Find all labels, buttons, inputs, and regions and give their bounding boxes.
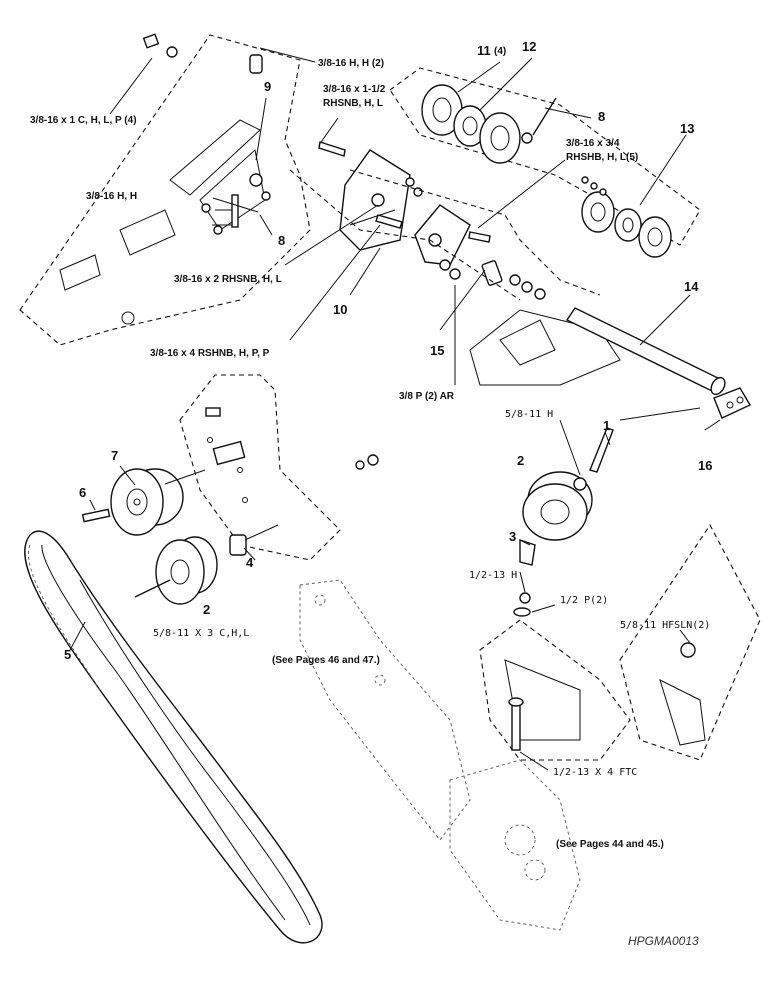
part-numbers: 11 (4) 12 9 8 13 8 10 14 15 16 7 6 2 1 3… xyxy=(64,39,712,662)
bracket-assembly xyxy=(318,141,546,300)
reference-notes: (See Pages 46 and 47.) (See Pages 44 and… xyxy=(272,655,664,850)
see-pages-46-47: (See Pages 46 and 47.) xyxy=(272,655,380,666)
lower-ghost-frames xyxy=(299,579,581,931)
label-3-8-p-2-ar: 3/8 P (2) AR xyxy=(399,391,455,402)
part-number-12: 12 xyxy=(522,39,536,54)
part-number-8-top: 8 xyxy=(598,109,605,124)
label-3-8-16-h-h: 3/8-16 H, H xyxy=(86,191,137,202)
drive-belt xyxy=(24,530,323,944)
label-3-8-16x3-4-line1: 3/8-16 x 3/4 xyxy=(566,138,620,149)
label-5-8-11-h: 5/8-11 H xyxy=(505,409,553,420)
shaft-assembly xyxy=(289,169,751,419)
lower-arm xyxy=(479,523,761,761)
part-number-4: 4 xyxy=(246,555,254,570)
label-5-8-11x3-c-h-l: 5/8-11 X 3 C,H,L xyxy=(153,628,249,639)
part-number-5: 5 xyxy=(64,647,71,662)
center-plate xyxy=(179,374,379,561)
toothed-pulley xyxy=(81,468,206,536)
part-number-7: 7 xyxy=(111,448,118,463)
part-number-1: 1 xyxy=(603,418,610,433)
see-pages-44-45: (See Pages 44 and 45.) xyxy=(556,839,664,850)
part-number-10: 10 xyxy=(333,302,347,317)
label-3-8-16x2-rhsnb: 3/8-16 x 2 RHSNB, H, L xyxy=(174,274,282,285)
part-number-15: 15 xyxy=(430,343,444,358)
label-3-8-16x1-1-2-line1: 3/8-16 x 1-1/2 xyxy=(323,84,386,95)
part-number-16: 16 xyxy=(698,458,712,473)
label-3-8-16x4-rshnb: 3/8-16 x 4 RSHNB, H, P, P xyxy=(150,348,270,359)
label-3-8-16x1-1-2-line2: RHSNB, H, L xyxy=(323,98,383,109)
part-number-2-left: 2 xyxy=(203,602,210,617)
frame-panel xyxy=(19,33,311,346)
bearing-sets xyxy=(389,67,701,258)
leader-lines xyxy=(69,47,721,771)
part-number-13: 13 xyxy=(680,121,694,136)
label-3-8-16x3-4-line2: RHSHB, H, L(5) xyxy=(566,152,638,163)
idler-pulley-left xyxy=(134,524,279,605)
part-number-11: 11 xyxy=(477,43,491,58)
label-1-2-13-h: 1/2-13 H xyxy=(469,570,517,581)
part-number-2-right: 2 xyxy=(517,453,524,468)
label-3-8-16x1-c: 3/8-16 x 1 C, H, L, P (4) xyxy=(30,115,137,126)
part-number-14: 14 xyxy=(684,279,699,294)
label-3-8-16-h-h-2: 3/8-16 H, H (2) xyxy=(318,58,384,69)
part-number-3: 3 xyxy=(509,529,516,544)
part-number-6: 6 xyxy=(79,485,86,500)
part-number-8-left: 8 xyxy=(278,233,285,248)
label-5-8-11-hfsln-2: 5/8-11 HFSLN(2) xyxy=(620,620,710,631)
label-1-2-p-2: 1/2 P(2) xyxy=(560,595,608,606)
drawing-code: HPGMA0013 xyxy=(628,934,699,948)
hardware-labels: 3/8-16 H, H (2) 3/8-16 x 1-1/2 RHSNB, H,… xyxy=(30,58,710,778)
part-number-9: 9 xyxy=(264,79,271,94)
idler-pulley-right xyxy=(513,427,614,617)
label-1-2-13x4-ftc: 1/2-13 X 4 FTC xyxy=(553,767,637,778)
part-number-11-qty: (4) xyxy=(494,46,506,57)
